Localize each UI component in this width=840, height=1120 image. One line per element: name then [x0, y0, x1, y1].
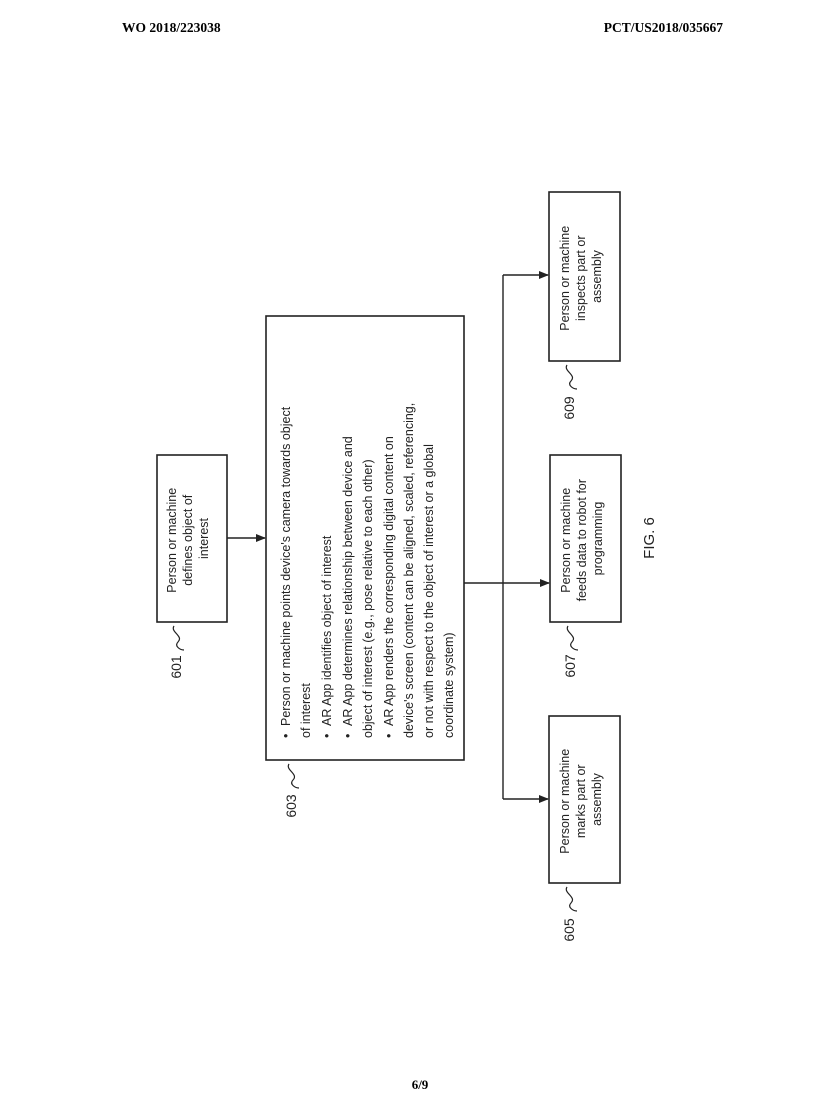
ref-607-leader: [566, 625, 579, 651]
box-609: [548, 191, 621, 362]
box-609-text: Person or machine inspects part or assem…: [558, 222, 604, 330]
box-607: [549, 454, 622, 623]
ref-601: 601: [168, 655, 184, 679]
figure-label: FIG. 6: [641, 517, 658, 559]
ref-609: 609: [561, 396, 577, 420]
svg-text:• • • •: • • • •: [279, 730, 396, 738]
ref-603: 603: [283, 794, 299, 818]
application-number: PCT/US2018/035667: [603, 20, 723, 35]
page-number: 6/9: [411, 1077, 429, 1092]
ref-601-leader: [172, 625, 185, 651]
box-607-text: Person or machine feeds data to robot fo…: [559, 476, 605, 602]
ref-605: 605: [561, 918, 577, 942]
ref-609-leader: [565, 364, 578, 390]
box-601: [156, 454, 228, 623]
box-605: [548, 715, 621, 884]
ref-605-leader: [565, 886, 578, 912]
box-605-text: Person or machine marks part or assembly: [558, 745, 604, 853]
ref-603-leader: [287, 763, 300, 789]
svg-text:Person or machine points devic: Person or machine points device's camera…: [279, 399, 456, 738]
box-603-text: • • • • Person or machine points device'…: [279, 399, 456, 738]
ref-607: 607: [562, 654, 578, 678]
publication-number: WO 2018/223038: [122, 20, 221, 35]
box-603: [265, 315, 465, 761]
box-601-text: Person or machine defines object of inte…: [165, 484, 211, 592]
